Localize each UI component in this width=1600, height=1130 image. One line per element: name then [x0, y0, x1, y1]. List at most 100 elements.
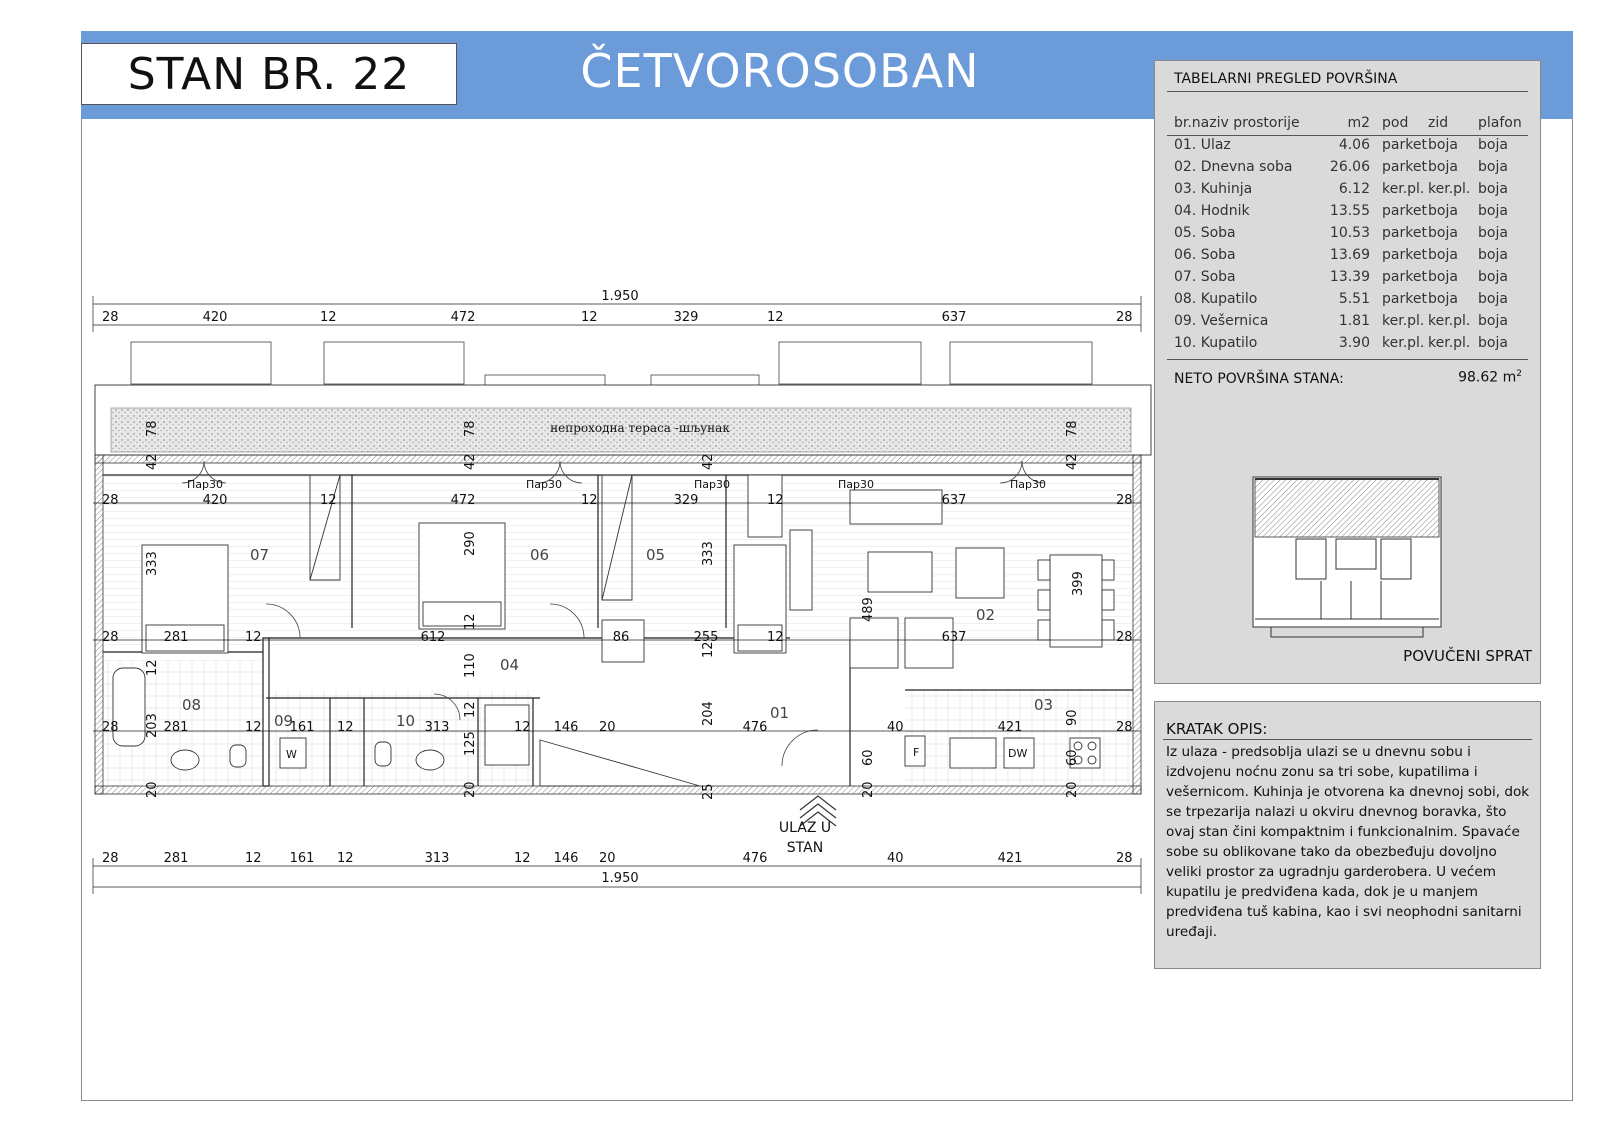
description-panel: KRATAK OPIS: Iz ulaza - predsoblja ulazi…: [1154, 701, 1541, 969]
net-area-value: 98.62 m2: [1458, 369, 1522, 386]
dim-top: 329: [674, 310, 699, 325]
dim-row4: 281: [164, 720, 189, 735]
vdim: 42: [463, 453, 478, 470]
dim-mid: 12: [320, 493, 337, 508]
dim-row3: 86: [613, 630, 630, 645]
vdim: 78: [1065, 420, 1080, 437]
vdim: 290: [463, 531, 478, 556]
vdim: 42: [701, 453, 716, 470]
dim-row3: 281: [164, 630, 189, 645]
dim-row4: 28: [102, 720, 119, 735]
window-label-1: Пар30: [187, 478, 223, 491]
dim-bottom: 12: [514, 851, 531, 866]
dim-bottom: 28: [1116, 851, 1133, 866]
dim-top: 472: [451, 310, 476, 325]
dim-row3: 612: [421, 630, 446, 645]
room-03: 03: [1034, 696, 1053, 714]
room-10: 10: [396, 712, 415, 730]
dim-bottom: 28: [102, 851, 119, 866]
col-name: br.naziv prostorije: [1174, 115, 1300, 131]
dim-row4: 476: [743, 720, 768, 735]
dim-row3: 12: [767, 630, 784, 645]
room-02: 02: [976, 606, 995, 624]
col-plafon: plafon: [1478, 115, 1522, 131]
dim-row4: 28: [1116, 720, 1133, 735]
dim-row3: 255: [694, 630, 719, 645]
vdim: 78: [145, 420, 160, 437]
table-row: 10. Kupatilo 3.90 ker.pl. ker.pl. boja: [1174, 335, 1508, 351]
entrance-label: ULAZ U STAN: [760, 818, 850, 858]
dim-row3: 28: [102, 630, 119, 645]
dim-mid: 420: [203, 493, 228, 508]
vdim: 25: [701, 783, 716, 800]
dim-bottom: 476: [743, 851, 768, 866]
dim-bottom: 421: [998, 851, 1023, 866]
apartment-number: STAN BR. 22: [127, 48, 411, 100]
dim-total-top: 1.950: [601, 289, 638, 304]
dim-top: 637: [942, 310, 967, 325]
divider: [1167, 135, 1528, 136]
dim-row4: 313: [425, 720, 450, 735]
dim-mid: 28: [102, 493, 119, 508]
vdim: 204: [701, 701, 716, 726]
dim-bottom: 161: [290, 851, 315, 866]
dim-bottom: 40: [887, 851, 904, 866]
apartment-title-box: STAN BR. 22: [81, 43, 457, 105]
dim-bottom: 12: [245, 851, 262, 866]
window-label-4: Пар30: [838, 478, 874, 491]
divider: [1163, 739, 1532, 740]
interior-walls: [103, 474, 1133, 787]
entrance-label-line2: STAN: [786, 840, 824, 856]
dim-bottom: 20: [599, 851, 616, 866]
col-pod: pod: [1382, 115, 1409, 131]
room-09: 09: [274, 712, 293, 730]
dim-bottom: 146: [554, 851, 579, 866]
dim-mid: 12: [581, 493, 598, 508]
dim-bottom: 313: [425, 851, 450, 866]
vdim: 125: [463, 731, 478, 756]
entrance-arrow-icon: [799, 795, 837, 827]
dim-total-bottom: 1.950: [601, 871, 638, 886]
floor-label: POVUČENI SPRAT: [1403, 647, 1532, 665]
vdim: 12: [463, 701, 478, 718]
vdim: 12: [145, 659, 160, 676]
vdim: 12: [701, 641, 716, 658]
col-zid: zid: [1428, 115, 1449, 131]
vdim: 20: [145, 781, 160, 798]
terrace-label: непроходна тераса -шљунак: [550, 421, 730, 435]
vdim: 90: [1065, 709, 1080, 726]
vdim: 20: [861, 781, 876, 798]
dim-mid: 472: [451, 493, 476, 508]
table-row: 09. Vešernica 1.81 ker.pl. ker.pl. boja: [1174, 313, 1508, 329]
table-row: 08. Kupatilo 5.51 parket boja boja: [1174, 291, 1508, 307]
divider: [1167, 359, 1528, 360]
dim-row4: 40: [887, 720, 904, 735]
vdim: 60: [1065, 749, 1080, 766]
dim-row3: 28: [1116, 630, 1133, 645]
vdim: 333: [701, 541, 716, 566]
dim-top: 12: [320, 310, 337, 325]
room-04: 04: [500, 656, 519, 674]
doors: [181, 460, 1045, 767]
dim-row4: 12: [514, 720, 531, 735]
dim-row3: 12: [245, 630, 262, 645]
dimension-lines: [92, 296, 1142, 894]
vdim: 42: [145, 453, 160, 470]
net-area-label: NETO POVRŠINA STANA:: [1174, 371, 1344, 387]
dim-top: 12: [767, 310, 784, 325]
vdim: 60: [861, 749, 876, 766]
dim-top: 28: [102, 310, 119, 325]
vdim: 489: [861, 597, 876, 622]
floor-plan: непроходна тераса -шљунак: [92, 289, 1152, 894]
table-row: 04. Hodnik 13.55 parket boja boja: [1174, 203, 1508, 219]
vdim: 12: [463, 613, 478, 630]
table-row: 06. Soba 13.69 parket boja boja: [1174, 247, 1508, 263]
window-label-2: Пар30: [526, 478, 562, 491]
window-label-5: Пар30: [1010, 478, 1046, 491]
apartment-type: ČETVOROSOBAN: [580, 44, 980, 98]
dim-mid: 28: [1116, 493, 1133, 508]
appliance-w: W: [286, 748, 297, 761]
dim-row4: 12: [337, 720, 354, 735]
room-01: 01: [770, 704, 789, 722]
dim-row4: 20: [599, 720, 616, 735]
